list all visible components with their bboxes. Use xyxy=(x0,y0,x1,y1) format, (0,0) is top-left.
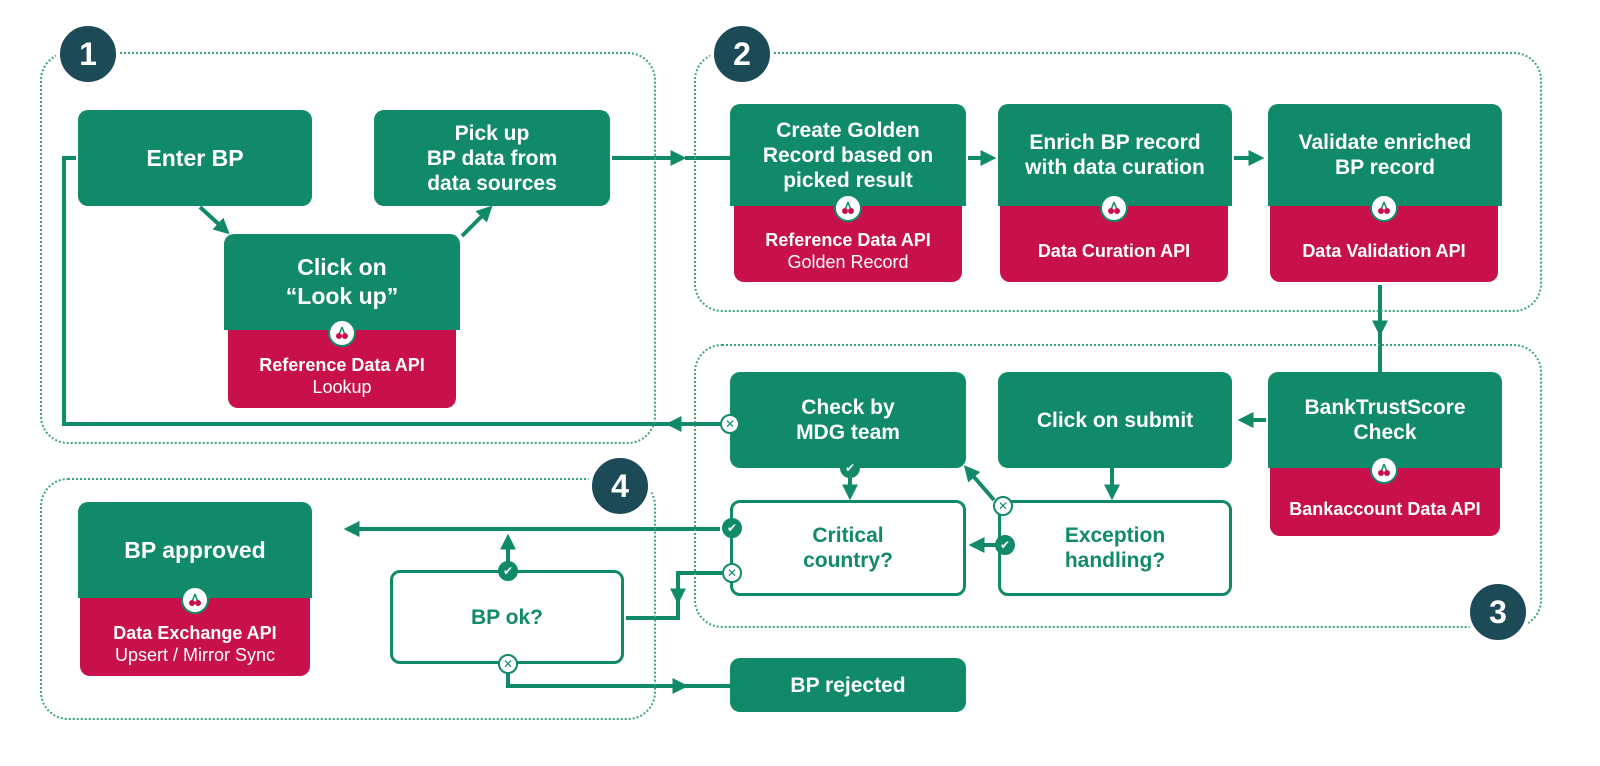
api-approved-name: Data Exchange API xyxy=(113,623,277,643)
api-validate-name: Data Validation API xyxy=(1302,241,1466,261)
group-2-badge: 2 xyxy=(710,22,774,86)
step-mdg-check: Check by MDG team xyxy=(730,372,966,468)
cross-icon: ✕ xyxy=(993,496,1013,516)
step-bp-approved: BP approved xyxy=(78,502,312,598)
step-submit: Click on submit xyxy=(998,372,1232,468)
check-icon: ✔ xyxy=(722,518,742,538)
step-lookup: Click on “Look up” xyxy=(224,234,460,330)
api-golden-detail: Golden Record xyxy=(787,252,909,272)
decision-critical-country: Critical country? xyxy=(730,500,966,596)
api-lookup-detail: Lookup xyxy=(312,377,372,397)
api-enrich-name: Data Curation API xyxy=(1037,241,1191,261)
check-icon: ✔ xyxy=(995,535,1015,555)
step-pick-up: Pick up BP data from data sources xyxy=(374,110,610,206)
cherry-icon xyxy=(1100,194,1128,222)
cross-icon: ✕ xyxy=(498,654,518,674)
group-1-badge: 1 xyxy=(56,22,120,86)
group-1 xyxy=(40,52,656,444)
step-enrich: Enrich BP record with data curation xyxy=(998,104,1232,206)
step-golden-record: Create Golden Record based on picked res… xyxy=(730,104,966,206)
step-banktrustscore: BankTrustScore Check xyxy=(1268,372,1502,468)
check-icon: ✔ xyxy=(840,458,860,478)
api-lookup-name: Reference Data API xyxy=(259,355,425,375)
group-3 xyxy=(694,344,1542,628)
decision-bp-ok: BP ok? xyxy=(390,570,624,664)
cherry-icon xyxy=(834,194,862,222)
api-banktrust-name: Bankaccount Data API xyxy=(1289,499,1481,519)
api-golden-name: Reference Data API xyxy=(765,230,931,250)
check-icon: ✔ xyxy=(498,561,518,581)
step-enter-bp: Enter BP xyxy=(78,110,312,206)
cross-icon: ✕ xyxy=(722,563,742,583)
group-4 xyxy=(40,478,656,720)
decision-exception-handling: Exception handling? xyxy=(998,500,1232,596)
api-golden: Reference Data API Golden Record xyxy=(734,206,962,282)
api-approved-detail: Upsert / Mirror Sync xyxy=(114,645,276,665)
cherry-icon xyxy=(181,586,209,614)
step-validate: Validate enriched BP record xyxy=(1268,104,1502,206)
group-2 xyxy=(694,52,1542,312)
cherry-icon xyxy=(1370,456,1398,484)
cherry-icon xyxy=(328,319,356,347)
cross-icon: ✕ xyxy=(720,414,740,434)
group-4-badge: 4 xyxy=(588,454,652,518)
cherry-icon xyxy=(1370,194,1398,222)
group-3-badge: 3 xyxy=(1466,580,1530,644)
step-bp-rejected: BP rejected xyxy=(730,658,966,712)
